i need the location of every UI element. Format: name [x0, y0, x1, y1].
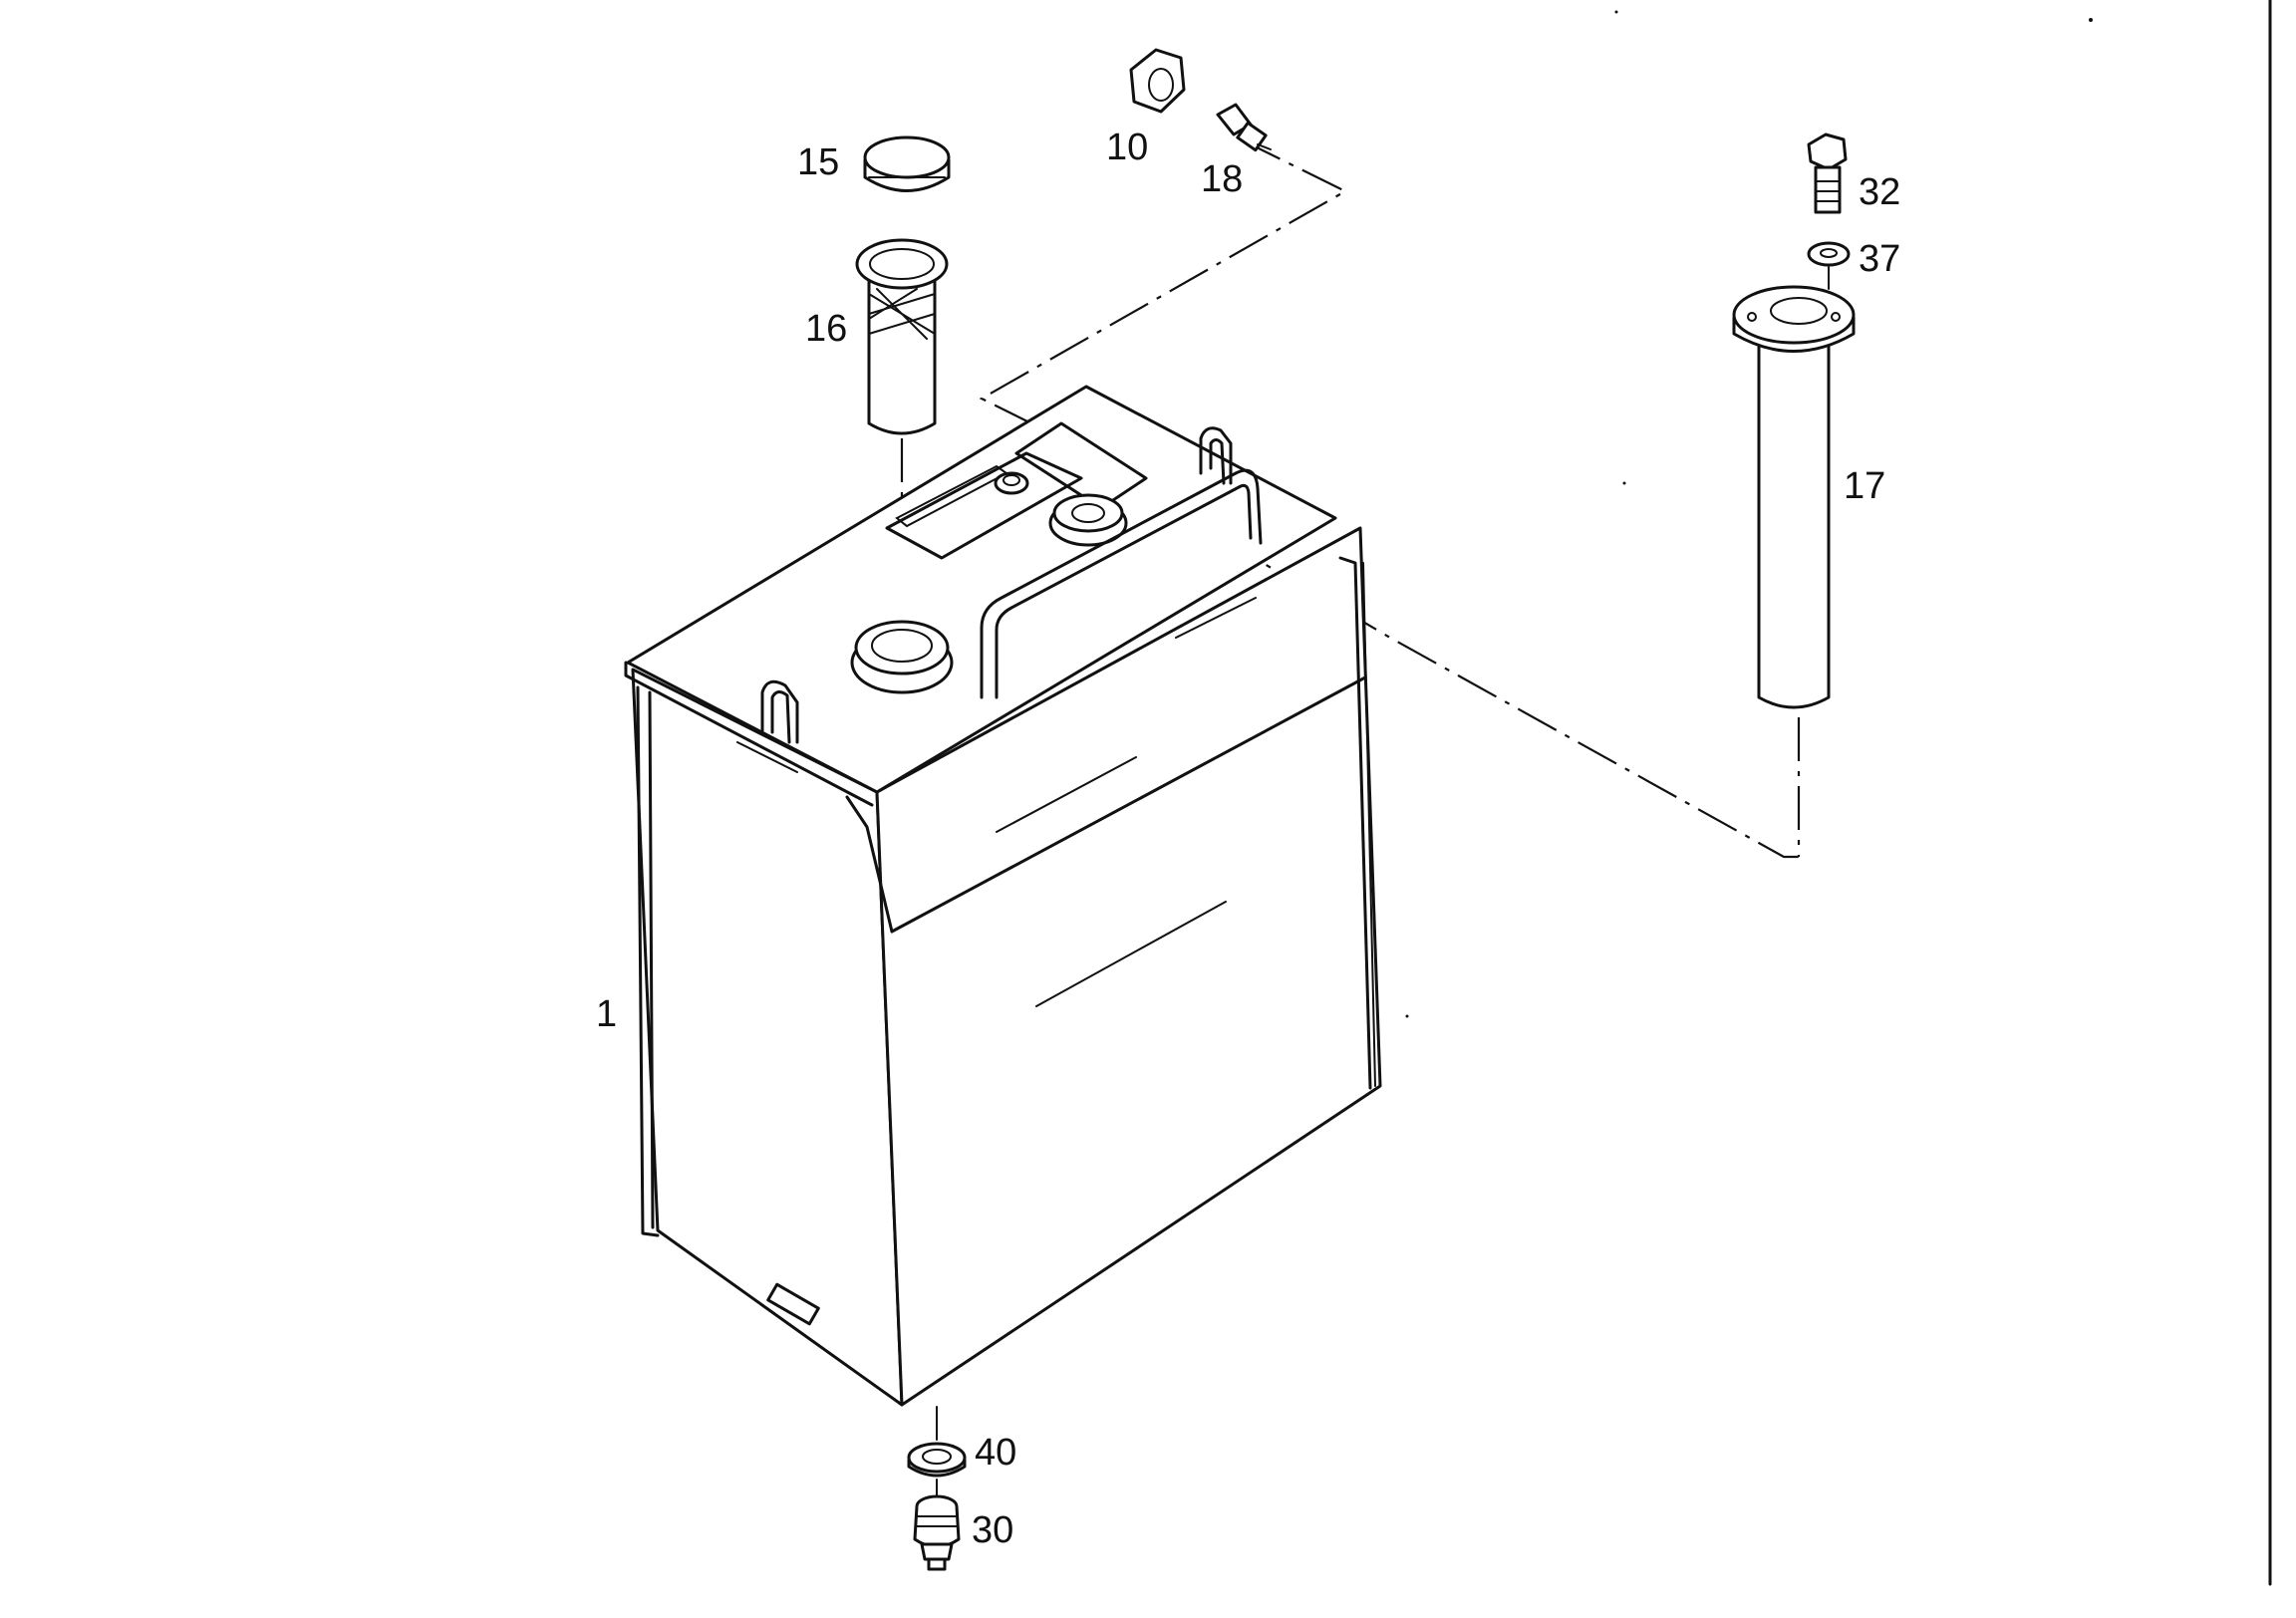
label-sender: 17: [1844, 465, 1885, 507]
speck: [2089, 18, 2093, 22]
label-fitting: 18: [1201, 158, 1243, 200]
label-strainer: 16: [805, 308, 847, 350]
drain-washer: [907, 1442, 967, 1478]
part-labels: 1 10 15 16 17 18 30 32 37 40: [596, 127, 1900, 1551]
hose-fitting: [1216, 103, 1272, 152]
speck: [1405, 1014, 1409, 1018]
speck: [1614, 10, 1618, 14]
label-washer: 37: [1859, 238, 1900, 280]
label-cap: 15: [797, 141, 839, 183]
filler-cap: [863, 135, 951, 192]
hex-nut: [1129, 48, 1186, 114]
label-tank: 1: [596, 993, 617, 1035]
drain-plug: [913, 1494, 961, 1571]
fuel-tank: [624, 385, 1382, 1407]
label-bolt: 32: [1859, 171, 1900, 213]
speck: [1622, 481, 1626, 485]
filler-strainer: [855, 238, 949, 435]
label-drain-plug: 30: [972, 1509, 1013, 1551]
label-drain-washer: 40: [975, 1432, 1016, 1474]
hex-bolt: [1807, 133, 1848, 214]
washer-37: [1807, 241, 1851, 290]
level-sender: [1732, 285, 1856, 709]
label-nut: 10: [1106, 127, 1148, 168]
